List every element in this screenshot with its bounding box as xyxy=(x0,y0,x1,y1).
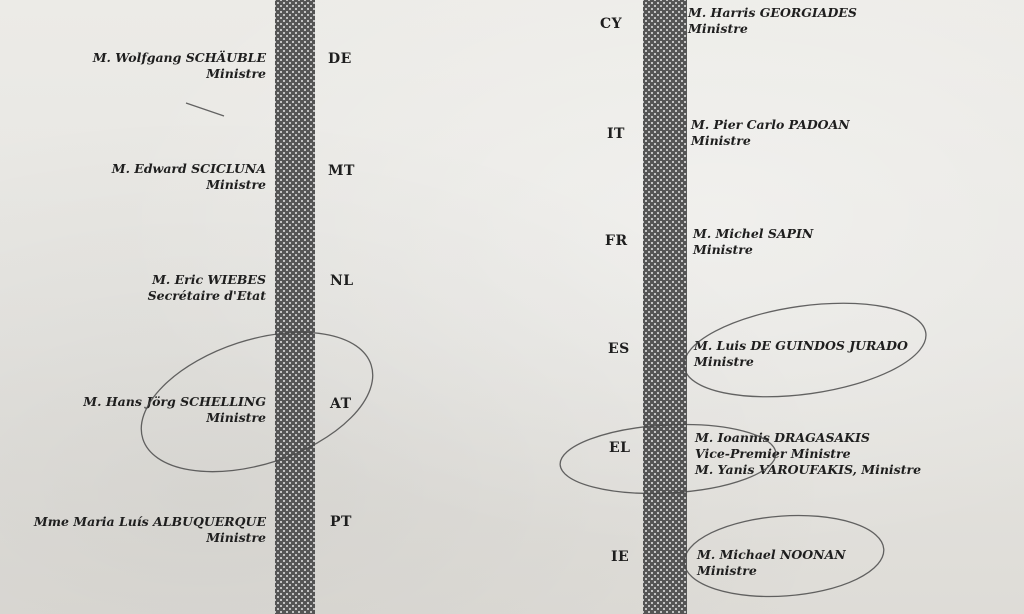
delegate-title: Ministre xyxy=(697,563,757,578)
delegate-entry-mt: M. Edward SCICLUNA Ministre xyxy=(112,161,266,193)
delegate-name: M. Luis DE GUINDOS JURADO xyxy=(694,338,908,353)
delegate-name: M. Eric WIEBES xyxy=(152,272,266,287)
country-code-at: AT xyxy=(330,396,352,412)
dotted-divider-right xyxy=(643,0,687,614)
delegate-entry-cy: M. Harris GEORGIADES Ministre xyxy=(688,5,857,37)
delegate-entry-nl: M. Eric WIEBES Secrétaire d'Etat xyxy=(148,272,266,304)
delegate-name: M. Ioannis DRAGASAKIS xyxy=(695,430,870,445)
delegate-title: Ministre xyxy=(691,133,751,148)
delegate-title: Ministre xyxy=(206,177,266,192)
delegate-title: Ministre xyxy=(206,530,266,545)
country-code-pt: PT xyxy=(330,514,352,530)
delegate-name: M. Edward SCICLUNA xyxy=(111,161,266,176)
delegate-entry-ie: M. Michael NOONAN Ministre xyxy=(697,547,846,579)
delegate-title: Ministre xyxy=(206,410,266,425)
delegate-entry-de: M. Wolfgang SCHÄUBLE Ministre xyxy=(93,50,266,82)
country-code-mt: MT xyxy=(328,163,355,179)
country-code-es: ES xyxy=(608,341,630,357)
delegate-entry-pt: Mme Maria Luís ALBUQUERQUE Ministre xyxy=(34,514,266,546)
delegate-name: M. Pier Carlo PADOAN xyxy=(691,117,850,132)
delegate-entry-it: M. Pier Carlo PADOAN Ministre xyxy=(691,117,850,149)
delegate-entry-at: M. Hans Jörg SCHELLING Ministre xyxy=(83,394,266,426)
dotted-divider-left xyxy=(275,0,315,614)
delegate-title: Ministre xyxy=(693,242,753,257)
country-code-el: EL xyxy=(609,440,631,456)
delegate-title: Ministre xyxy=(206,66,266,81)
delegate-entry-fr: M. Michel SAPIN Ministre xyxy=(693,226,813,258)
delegate-name: M. Harris GEORGIADES xyxy=(688,5,857,20)
delegate-title: Secrétaire d'Etat xyxy=(147,288,266,303)
delegate-name: M. Hans Jörg SCHELLING xyxy=(83,394,266,409)
delegate-name: Mme Maria Luís ALBUQUERQUE xyxy=(33,514,266,529)
country-code-de: DE xyxy=(328,51,352,67)
country-code-fr: FR xyxy=(605,233,628,249)
delegate-title: Vice-Premier Ministre xyxy=(695,446,851,461)
delegate-additional: M. Yanis VAROUFAKIS, Ministre xyxy=(695,462,922,477)
delegate-entry-el: M. Ioannis DRAGASAKIS Vice-Premier Minis… xyxy=(695,430,921,478)
delegate-entry-es: M. Luis DE GUINDOS JURADO Ministre xyxy=(694,338,908,370)
delegate-name: M. Michael NOONAN xyxy=(697,547,846,562)
country-code-ie: IE xyxy=(611,549,630,565)
delegate-title: Ministre xyxy=(688,21,748,36)
country-code-cy: CY xyxy=(600,16,623,32)
country-code-it: IT xyxy=(607,126,625,142)
delegate-title: Ministre xyxy=(694,354,754,369)
delegate-name: M. Michel SAPIN xyxy=(693,226,814,241)
delegate-name: M. Wolfgang SCHÄUBLE xyxy=(92,50,266,65)
country-code-nl: NL xyxy=(330,273,354,289)
